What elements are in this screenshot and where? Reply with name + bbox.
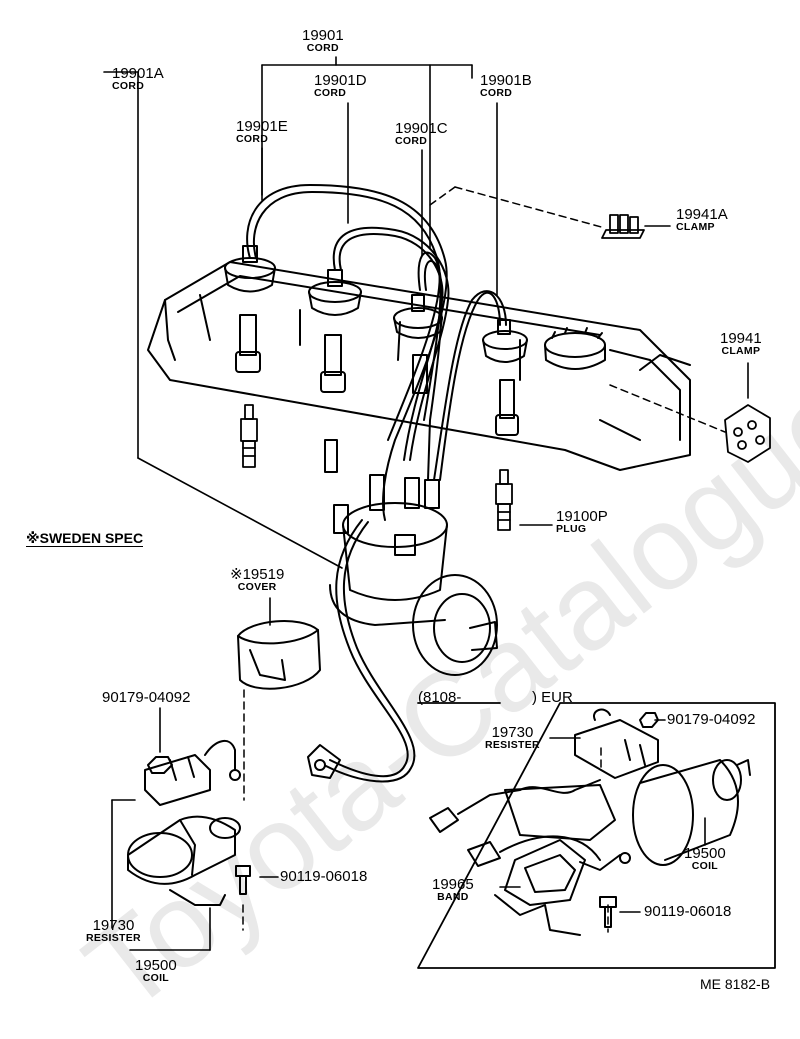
label-19100p: 19100P PLUG <box>556 509 608 535</box>
label-90119-06018-left: 90119-06018 <box>280 868 368 885</box>
label-90119-06018-right: 90119-06018 <box>644 903 732 920</box>
right-coil-group <box>429 708 751 936</box>
part-name: CORD <box>480 87 513 99</box>
sweden-spec-note: ※SWEDEN SPEC <box>26 530 144 547</box>
clamp-19941a <box>601 214 645 239</box>
left-coil-group <box>127 740 251 906</box>
label-19730-right: 19730 RESISTER <box>485 725 540 751</box>
label-90179-04092-left: 90179-04092 <box>102 689 191 706</box>
engine-valve-cover <box>147 261 691 471</box>
part-number: 19100P <box>556 508 608 525</box>
part-name: CORD <box>236 133 269 145</box>
part-name: RESISTER <box>86 932 141 944</box>
label-19730-left: 19730 RESISTER <box>86 918 141 944</box>
part-name: CORD <box>306 42 339 54</box>
part-number: ※19519 <box>230 566 285 583</box>
part-name: CORD <box>112 80 145 92</box>
part-number: 19730 <box>92 917 135 934</box>
plug-tubes <box>235 314 519 436</box>
part-number: 19901D <box>314 72 367 89</box>
part-number: 19901B <box>480 72 532 89</box>
part-name: RESISTER <box>485 739 540 751</box>
part-name: COVER <box>237 581 277 593</box>
part-name: CLAMP <box>676 221 715 233</box>
coil-cord-end <box>307 744 341 779</box>
part-number: 19901 <box>302 27 344 44</box>
ignition-cords <box>246 184 507 783</box>
label-19941a: 19941A CLAMP <box>676 207 728 233</box>
part-name: CORD <box>395 135 428 147</box>
label-19901c: 19901C CORD <box>395 121 448 147</box>
dashed-lines <box>242 186 726 933</box>
part-name: COIL <box>142 972 169 984</box>
label-19500-left: 19500 COIL <box>135 958 177 984</box>
label-19965: 19965 BAND <box>432 877 474 903</box>
reference-code: ME 8182-B <box>700 976 771 992</box>
part-name: CLAMP <box>721 345 761 357</box>
distributor <box>324 439 498 676</box>
part-name: COIL <box>691 860 718 872</box>
clamp-19941 <box>724 404 771 463</box>
part-number: 19500 <box>684 845 726 862</box>
eur-range-start: (8108- <box>418 689 462 706</box>
label-90179-04092-right: 90179-04092 <box>667 711 756 728</box>
label-19500-right: 19500 COIL <box>684 846 726 872</box>
part-name: PLUG <box>556 523 587 535</box>
plug-boots <box>224 245 528 363</box>
part-number: 19730 <box>491 724 534 741</box>
label-19901d: 19901D CORD <box>314 73 367 99</box>
spark-plugs <box>240 404 513 531</box>
eur-variant-box <box>417 702 776 969</box>
eur-range-end: ) EUR <box>532 689 573 706</box>
part-name: CORD <box>314 87 347 99</box>
part-number: 19500 <box>135 957 177 974</box>
part-number: 19941 <box>720 330 762 347</box>
label-19901e: 19901E CORD <box>236 119 288 145</box>
part-number: 19901A <box>112 65 164 82</box>
part-number: 19965 <box>432 876 474 893</box>
part-number: 19941A <box>676 206 728 223</box>
label-19901: 19901 CORD <box>302 28 344 54</box>
label-19941: 19941 CLAMP <box>720 331 762 357</box>
label-19901b: 19901B CORD <box>480 73 532 99</box>
cover-19519 <box>237 620 321 690</box>
part-number: 19901C <box>395 120 448 137</box>
part-name: BAND <box>437 891 469 903</box>
label-19519: ※19519 COVER <box>230 567 284 593</box>
part-number: 19901E <box>236 118 288 135</box>
label-19901a: 19901A CORD <box>112 66 164 92</box>
